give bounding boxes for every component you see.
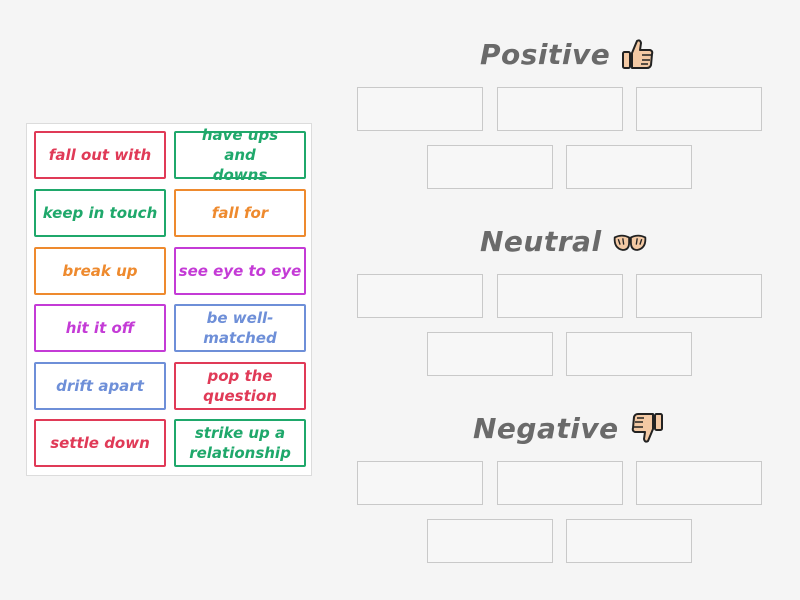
card-strike-up-a-relationship[interactable]: strike up a relationship xyxy=(174,419,306,467)
negative-slot-3[interactable] xyxy=(636,461,762,505)
group-title-negative: Negative xyxy=(473,410,665,446)
negative-slot-4[interactable] xyxy=(427,519,553,563)
neutral-slot-5[interactable] xyxy=(566,332,692,376)
word-bank: fall out with have ups and downs keep in… xyxy=(26,123,312,476)
neutral-slot-1[interactable] xyxy=(357,274,483,318)
group-title-neutral-text: Neutral xyxy=(480,224,602,258)
card-drift-apart[interactable]: drift apart xyxy=(34,362,166,410)
card-be-well-matched[interactable]: be well-matched xyxy=(174,304,306,352)
card-have-ups-and-downs[interactable]: have ups and downs xyxy=(174,126,306,184)
positive-slot-4[interactable] xyxy=(427,145,553,189)
neutral-slot-2[interactable] xyxy=(497,274,623,318)
negative-slot-2[interactable] xyxy=(497,461,623,505)
positive-slot-5[interactable] xyxy=(566,145,692,189)
neutral-slot-4[interactable] xyxy=(427,332,553,376)
negative-slot-5[interactable] xyxy=(566,519,692,563)
open-hands-icon xyxy=(613,234,646,251)
group-title-neutral: Neutral xyxy=(480,223,648,259)
card-fall-for[interactable]: fall for xyxy=(174,189,306,237)
positive-slot-3[interactable] xyxy=(636,87,762,131)
card-see-eye-to-eye[interactable]: see eye to eye xyxy=(174,247,306,295)
card-break-up[interactable]: break up xyxy=(34,247,166,295)
card-settle-down[interactable]: settle down xyxy=(34,419,166,467)
negative-slot-1[interactable] xyxy=(357,461,483,505)
card-hit-it-off[interactable]: hit it off xyxy=(34,304,166,352)
positive-slot-2[interactable] xyxy=(497,87,623,131)
card-fall-out-with[interactable]: fall out with xyxy=(34,131,166,179)
group-title-negative-text: Negative xyxy=(473,411,619,445)
thumbs-up-icon xyxy=(622,39,654,69)
card-keep-in-touch[interactable]: keep in touch xyxy=(34,189,166,237)
positive-slot-1[interactable] xyxy=(357,87,483,131)
group-title-positive: Positive xyxy=(480,36,656,72)
neutral-slot-3[interactable] xyxy=(636,274,762,318)
card-pop-the-question[interactable]: pop the question xyxy=(174,362,306,410)
thumbs-down-icon xyxy=(631,413,663,443)
group-title-positive-text: Positive xyxy=(480,37,611,71)
